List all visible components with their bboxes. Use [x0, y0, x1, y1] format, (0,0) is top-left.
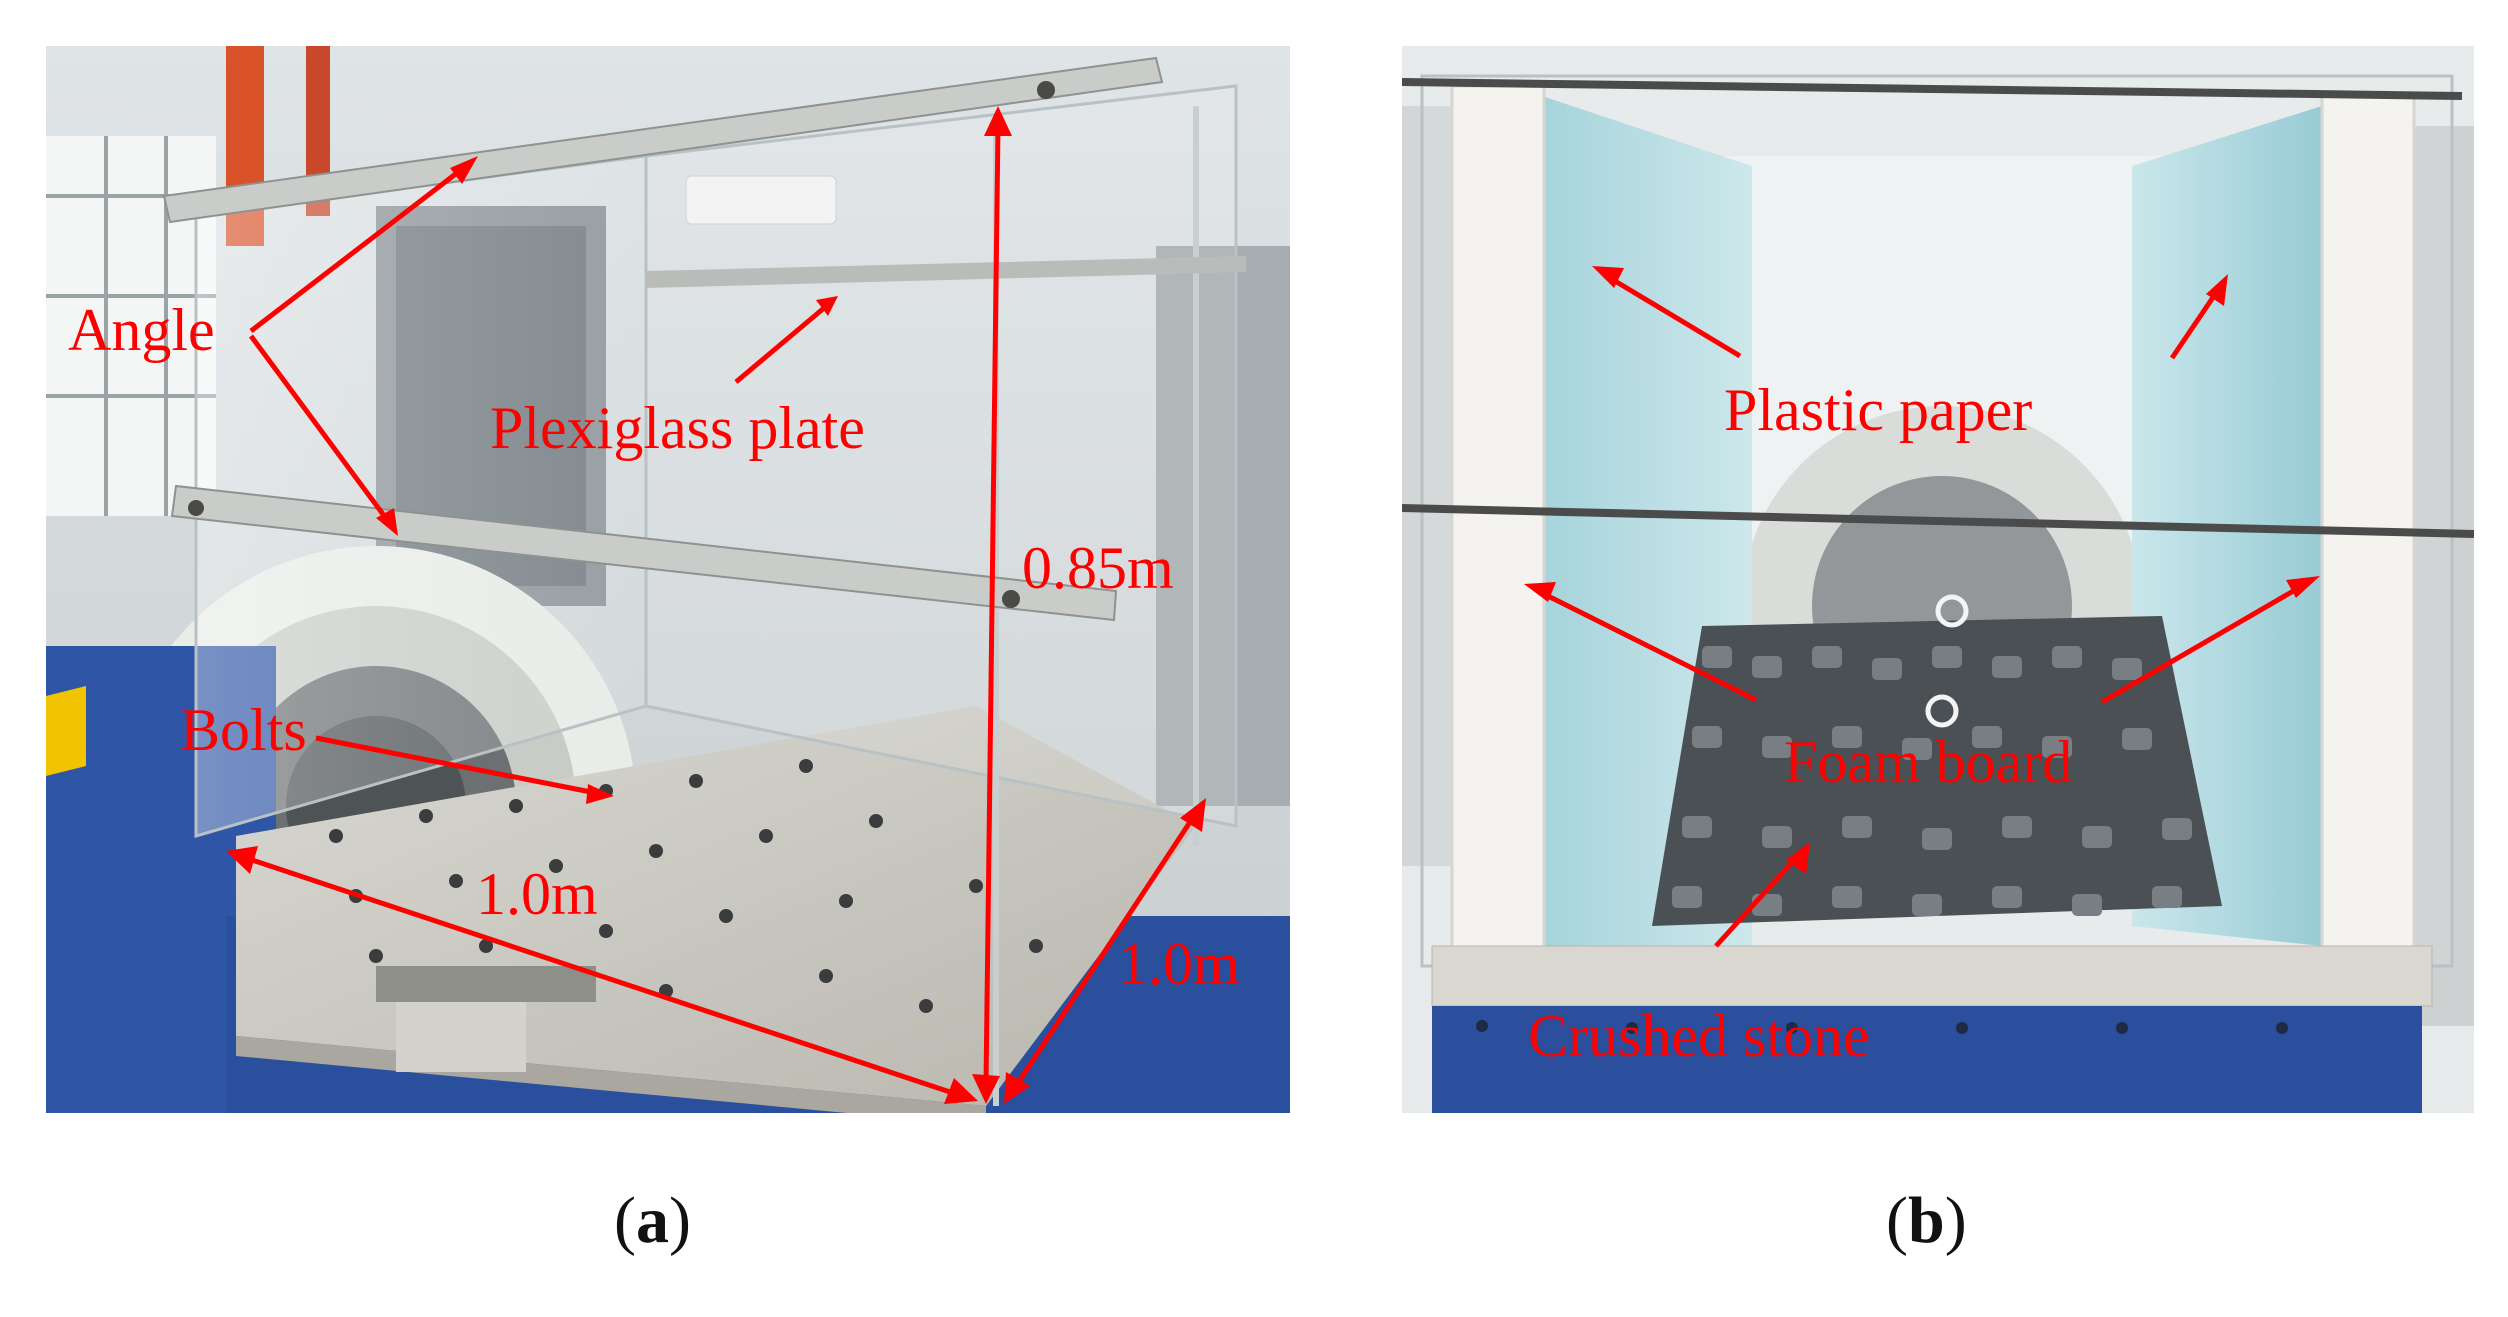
- angle-label: Angle: [68, 297, 215, 363]
- bolts-label: Bolts: [180, 697, 307, 763]
- photo-panel-a: Angle Plexiglass plate 0.85m Bolts 1.0m …: [46, 46, 1290, 1113]
- photo-a-scene: [46, 46, 1290, 1113]
- foam-board-label: Foam board: [1784, 729, 2073, 795]
- caption-b: (b): [1886, 1184, 1967, 1257]
- width-dimension-label: 1.0m: [476, 861, 598, 927]
- caption-a: (a): [614, 1184, 691, 1257]
- caption-a-letter: a: [635, 1184, 669, 1257]
- caption-b-letter: b: [1907, 1184, 1945, 1257]
- photo-b-scene: [1402, 46, 2474, 1113]
- height-dimension-label: 0.85m: [1022, 535, 1174, 601]
- crushed-stone-label: Crushed stone: [1528, 1003, 1870, 1069]
- photo-panel-b: Plastic paper Foam board Crushed stone: [1402, 46, 2474, 1113]
- plastic-paper-label: Plastic paper: [1724, 377, 2033, 443]
- plexiglass-plate-label: Plexiglass plate: [490, 395, 865, 461]
- depth-dimension-label: 1.0m: [1118, 931, 1240, 997]
